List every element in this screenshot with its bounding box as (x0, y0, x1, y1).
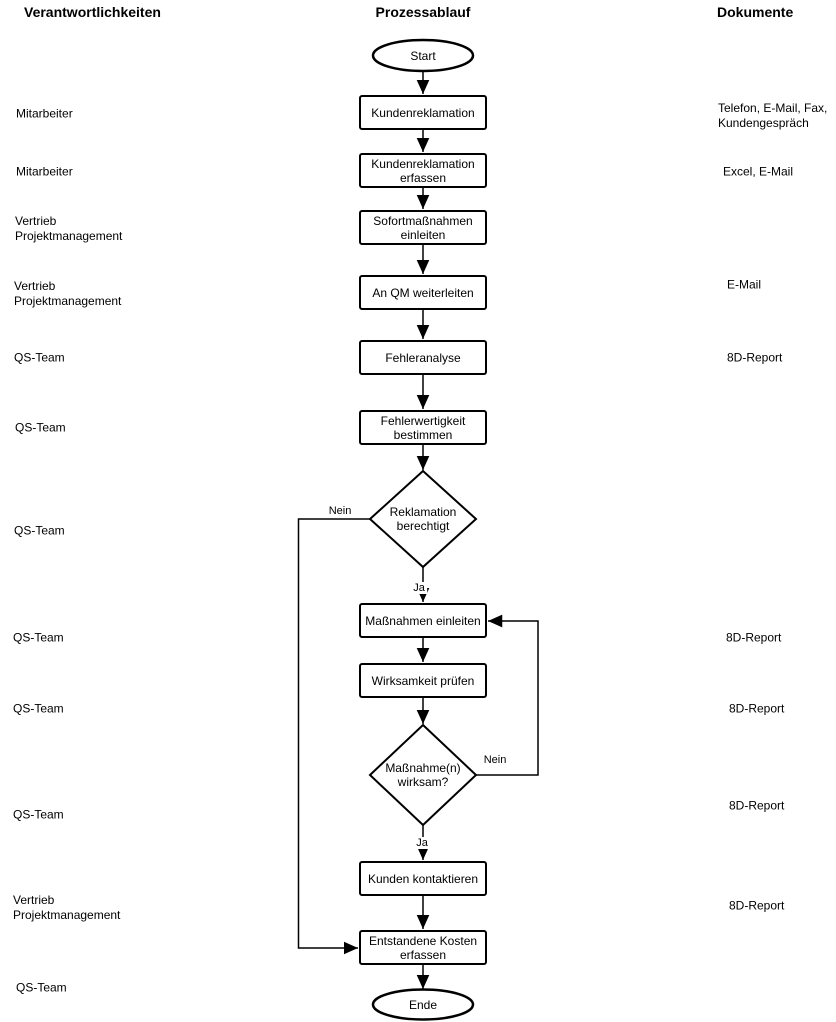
step-kundenreklamation: Kundenreklamation (359, 95, 487, 130)
start-terminator-label: Start (410, 49, 436, 63)
step-sofortmassnahmen-einleiten: Sofortmaßnahmen einleiten (359, 210, 487, 245)
step-wirksamkeit-pruefen: Wirksamkeit prüfen (359, 663, 487, 698)
responsibility-label: Vertrieb Projektmanagement (14, 279, 122, 308)
responsibility-label: QS-Team (16, 980, 67, 995)
document-label: 8D-Report (726, 630, 782, 645)
edge-label-decision2-nein: Nein (481, 754, 509, 766)
column-header-process: Prozessablauf (375, 4, 471, 20)
decision-2-label: Maßnahme(n) wirksam? (385, 761, 461, 789)
edge-label-decision1-nein: Nein (326, 505, 354, 517)
responsibility-label: QS-Team (13, 630, 64, 645)
responsibility-label: Vertrieb Projektmanagement (15, 214, 123, 243)
responsibility-label: QS-Team (13, 807, 64, 822)
document-label: E-Mail (727, 277, 762, 292)
connector-decision1-no (297, 518, 370, 955)
responsibility-label: Vertrieb Projektmanagement (13, 893, 121, 922)
responsibility-label: Mitarbeiter (16, 106, 73, 121)
responsibility-label: QS-Team (14, 523, 65, 538)
edge-label-decision2-ja: Ja (414, 837, 430, 849)
step-fehleranalyse: Fehleranalyse (359, 340, 487, 375)
document-label: 8D-Report (729, 898, 785, 913)
document-label: 8D-Report (729, 798, 785, 813)
document-label: 8D-Report (729, 701, 785, 716)
decision-1-label: Reklamation berechtigt (389, 505, 457, 533)
document-label: 8D-Report (727, 350, 783, 365)
step-an-qm-weiterleiten: An QM weiterleiten (359, 275, 487, 310)
end-terminator-label: Ende (408, 998, 438, 1012)
responsibility-label: QS-Team (14, 350, 65, 365)
document-label: Excel, E-Mail (723, 164, 794, 179)
step-fehlerwertigkeit-bestimmen: Fehlerwertigkeit bestimmen (359, 410, 487, 445)
column-header-documents: Dokumente (717, 4, 794, 20)
document-label: Telefon, E-Mail, Fax, Kundengespräch (718, 101, 828, 130)
connector-decision2-no (475, 614, 539, 776)
step-entstandene-kosten-erfassen: Entstandene Kosten erfassen (359, 930, 487, 965)
column-header-responsibilities: Verantwortlichkeiten (24, 4, 161, 20)
step-massnahmen-einleiten: Maßnahmen einleiten (359, 603, 487, 638)
responsibility-label: QS-Team (15, 420, 66, 435)
responsibility-label: QS-Team (13, 701, 64, 716)
responsibility-label: Mitarbeiter (16, 164, 73, 179)
edge-label-decision1-ja: Ja (411, 582, 427, 594)
step-kundenreklamation-erfassen: Kundenreklamation erfassen (359, 153, 487, 188)
end-terminator-shape (371, 988, 475, 1021)
step-kunden-kontaktieren: Kunden kontaktieren (359, 861, 487, 896)
